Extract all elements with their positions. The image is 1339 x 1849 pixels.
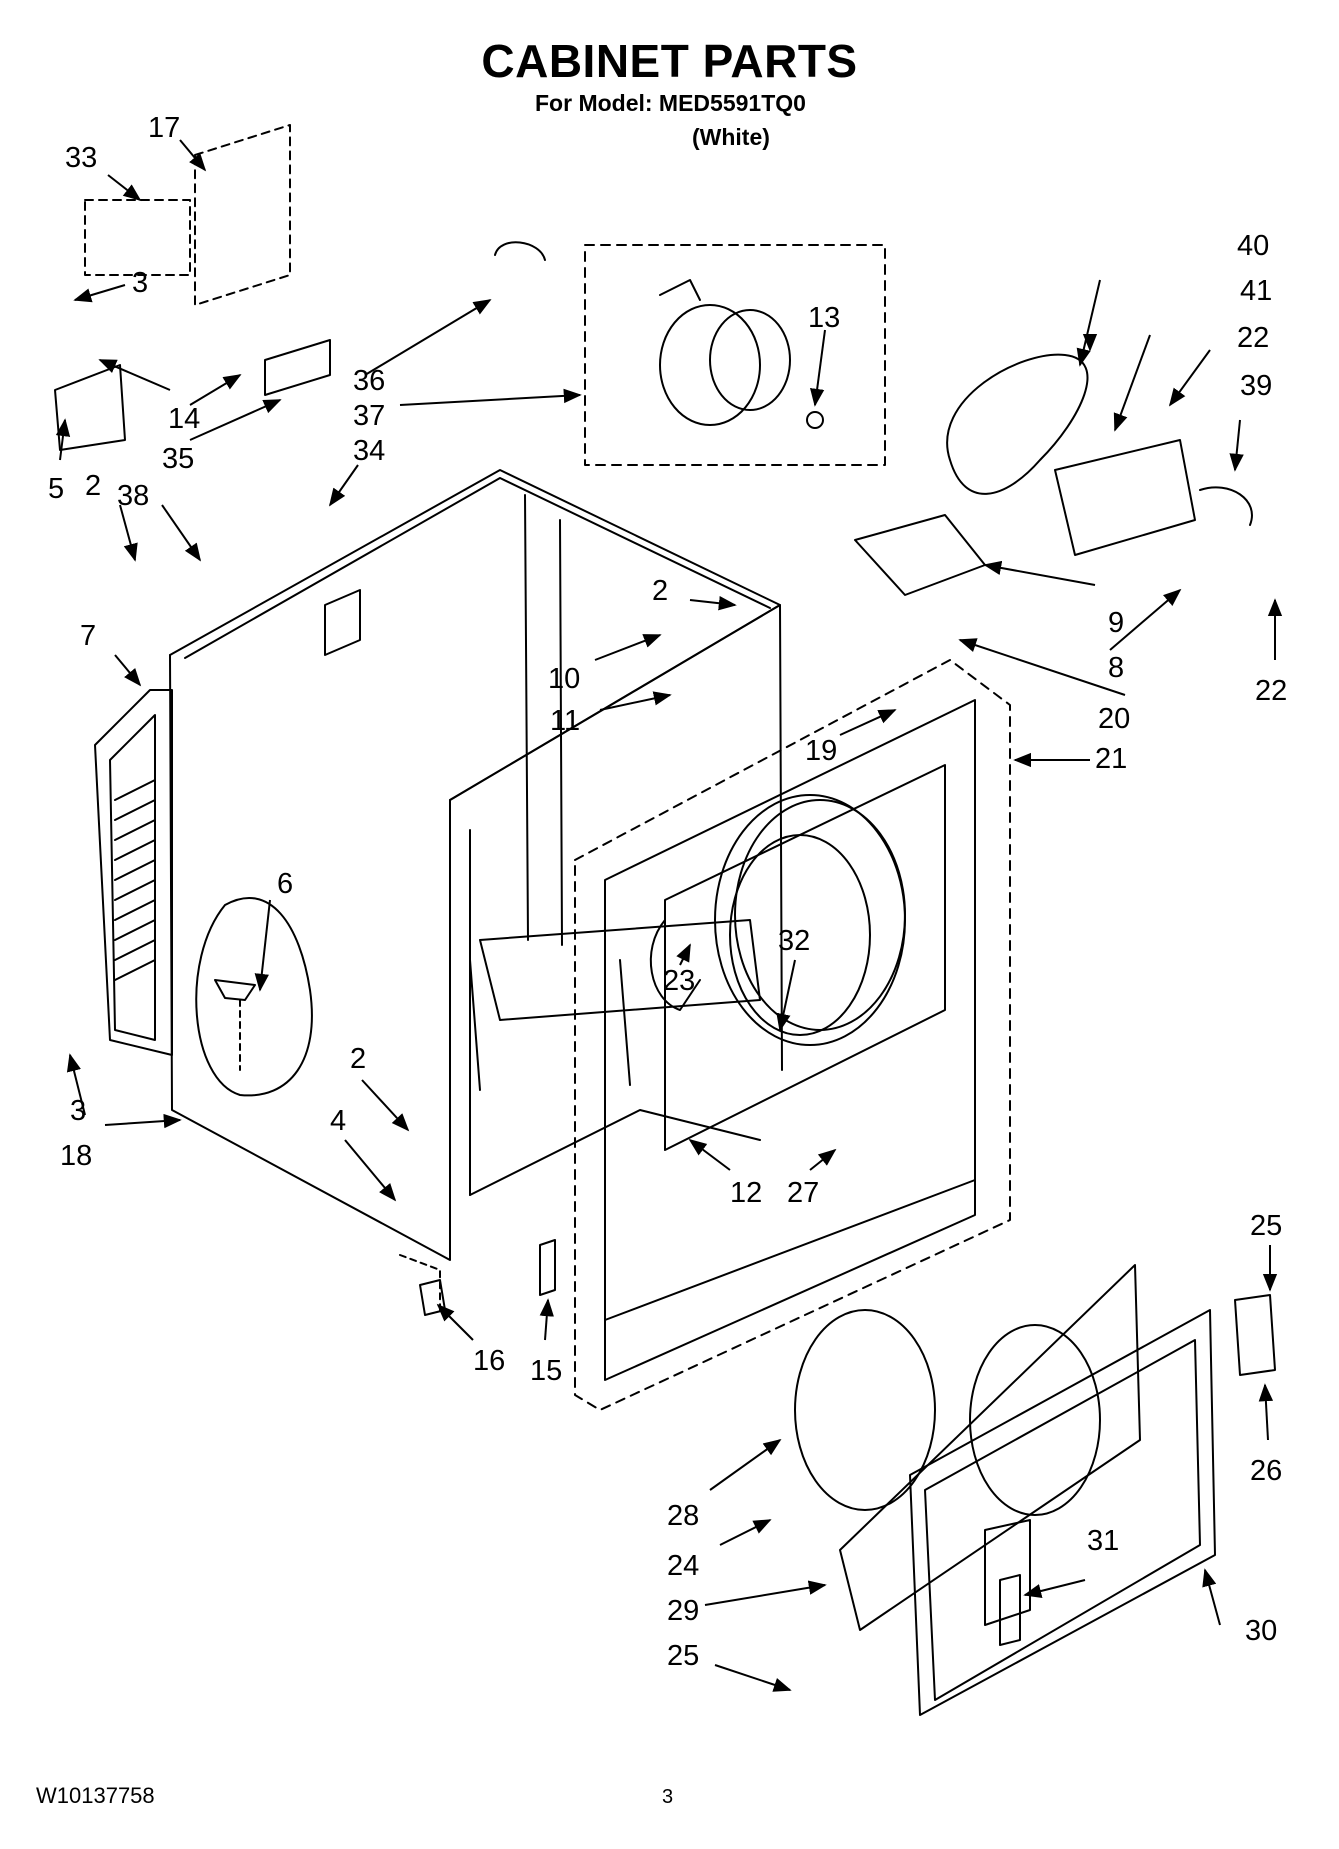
callout-13: 13 — [808, 302, 840, 334]
callout-2: 2 — [350, 1043, 366, 1075]
document-number: W10137758 — [36, 1783, 155, 1808]
callout-5: 5 — [48, 473, 64, 505]
callout-24: 24 — [667, 1550, 699, 1582]
callout-22: 22 — [1255, 675, 1287, 707]
callout-4: 4 — [330, 1105, 346, 1137]
handle-part — [494, 241, 546, 261]
callout-36: 36 — [353, 365, 385, 397]
callout-38: 38 — [117, 480, 149, 512]
callout-15: 15 — [530, 1355, 562, 1387]
callout-8: 8 — [1108, 652, 1124, 684]
callout-29: 29 — [667, 1595, 699, 1627]
strike-part — [539, 1239, 556, 1296]
callout-34: 34 — [353, 435, 385, 467]
callout-21: 21 — [1095, 743, 1127, 775]
callout-labels: 17 33 3 14 35 5 2 38 36 37 34 13 40 41 2… — [48, 112, 1287, 1672]
callout-16: 16 — [473, 1345, 505, 1377]
callout-18: 18 — [60, 1140, 92, 1172]
callout-14: 14 — [168, 403, 200, 435]
front-panel — [574, 659, 1011, 1411]
belt-and-idler — [946, 353, 1253, 556]
callout-9: 9 — [1108, 607, 1124, 639]
callout-37: 37 — [353, 400, 385, 432]
callout-3: 3 — [70, 1095, 86, 1127]
callout-41: 41 — [1240, 275, 1272, 307]
callout-35: 35 — [162, 443, 194, 475]
hinge-part — [1234, 1294, 1276, 1376]
callout-2: 2 — [85, 470, 101, 502]
cabinet-body — [169, 469, 783, 1316]
callout-11: 11 — [550, 705, 580, 737]
color-line: (White) — [692, 124, 770, 150]
callout-27: 27 — [787, 1177, 819, 1209]
callout-40: 40 — [1237, 230, 1269, 262]
callout-7: 7 — [80, 620, 96, 652]
callout-32: 32 — [778, 925, 810, 957]
callout-25: 25 — [667, 1640, 699, 1672]
page-number: 3 — [662, 1786, 674, 1808]
callout-28: 28 — [667, 1500, 699, 1532]
callout-33: 33 — [65, 142, 97, 174]
foot-part — [419, 1279, 446, 1316]
callout-10: 10 — [548, 663, 580, 695]
motor-assembly — [584, 244, 886, 466]
callout-19: 19 — [805, 735, 837, 767]
callout-39: 39 — [1240, 370, 1272, 402]
callout-6: 6 — [277, 868, 293, 900]
callout-22: 22 — [1237, 322, 1269, 354]
callout-3: 3 — [132, 267, 148, 299]
callout-31: 31 — [1087, 1525, 1119, 1557]
page-title: CABINET PARTS — [481, 35, 858, 87]
rear-panel — [94, 689, 173, 1056]
duct-part — [854, 514, 986, 596]
door-assembly — [794, 1264, 1216, 1716]
callout-20: 20 — [1098, 703, 1130, 735]
callout-17: 17 — [148, 112, 180, 144]
callout-2: 2 — [652, 575, 668, 607]
model-line: For Model: MED5591TQ0 — [535, 90, 806, 116]
callout-12: 12 — [730, 1177, 762, 1209]
callout-30: 30 — [1245, 1615, 1277, 1647]
callout-25: 25 — [1250, 1210, 1282, 1242]
callout-26: 26 — [1250, 1455, 1282, 1487]
callout-23: 23 — [663, 965, 695, 997]
